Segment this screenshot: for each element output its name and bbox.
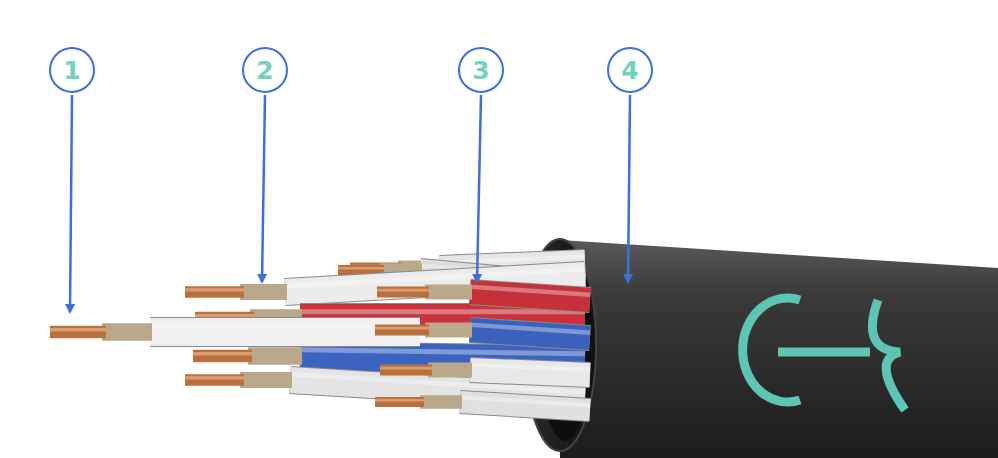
core-segment	[50, 328, 106, 331]
core-segment	[300, 356, 585, 360]
leader-lines	[70, 95, 630, 312]
callout-circle: 2	[242, 47, 288, 93]
core-segment	[240, 284, 287, 300]
core-segment	[375, 399, 424, 402]
core-segment	[248, 347, 302, 364]
callout-number: 3	[472, 58, 489, 83]
core-segment	[300, 350, 585, 354]
cable-jacket	[524, 239, 998, 458]
core-segment	[185, 288, 244, 291]
core-segment	[428, 363, 472, 378]
core-segment	[425, 323, 472, 338]
core-segment	[338, 267, 384, 270]
callout-circle: 3	[458, 47, 504, 93]
core-segment	[193, 352, 252, 355]
core-segment	[300, 356, 585, 360]
core-segment	[420, 395, 462, 409]
core-segment	[460, 397, 590, 405]
core-segment	[470, 287, 590, 295]
callout-number: 2	[256, 58, 273, 83]
core-segment	[425, 285, 472, 300]
core-segment	[240, 372, 292, 388]
core-segment	[377, 287, 429, 298]
callout-number: 4	[621, 58, 638, 83]
core-segment	[375, 325, 429, 336]
core-segment	[300, 309, 585, 314]
callout-circle: 4	[607, 47, 653, 93]
callout-circle: 1	[49, 47, 95, 93]
logo	[743, 298, 905, 410]
core-segment	[185, 376, 244, 379]
core-segment	[185, 286, 244, 298]
core-segment	[375, 327, 429, 330]
core-segment	[185, 374, 244, 386]
callout-number: 1	[63, 58, 80, 83]
core-segment	[195, 314, 254, 317]
core-segment	[375, 397, 424, 407]
core-segment	[193, 350, 252, 363]
core-segment	[380, 367, 432, 370]
core-segment	[380, 365, 432, 376]
core-segment	[102, 323, 152, 340]
core-segment	[470, 365, 590, 370]
core-segment	[470, 325, 590, 333]
cable-cores	[50, 257, 590, 410]
core-segment	[50, 326, 106, 339]
core-segment	[377, 289, 429, 292]
